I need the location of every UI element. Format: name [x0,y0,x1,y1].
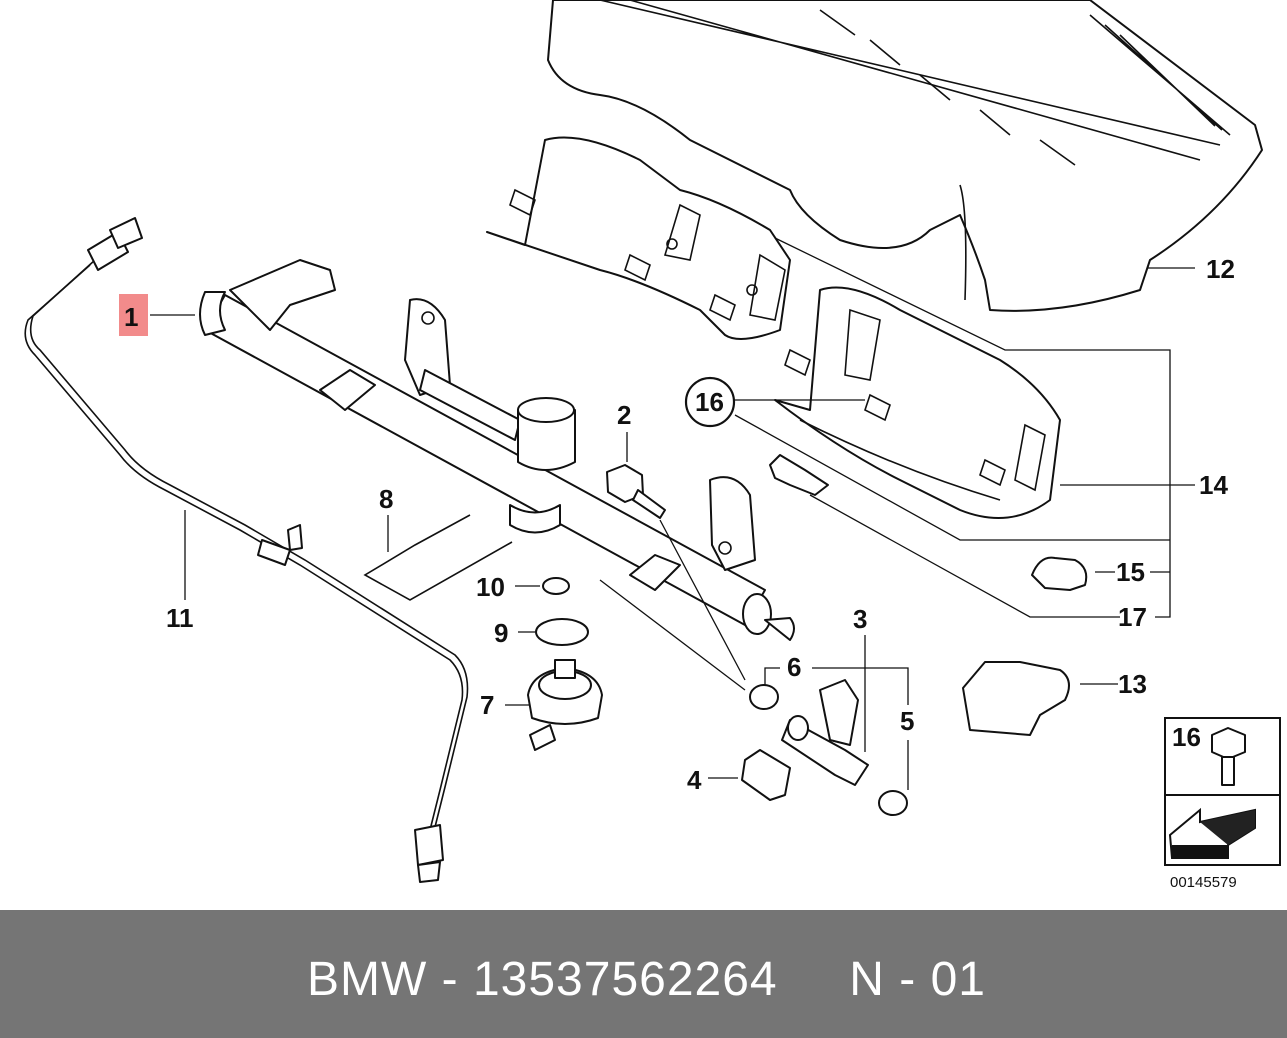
label-5: 5 [900,706,914,736]
catalog-number: 00145579 [1170,874,1237,891]
label-8: 8 [379,484,393,514]
seal-ring-9 [535,618,589,646]
heat-shield-upper [486,136,791,340]
label-15: 15 [1116,557,1145,587]
inset-label: 16 [1172,722,1201,752]
seal-ring-10 [542,577,570,595]
clip-15 [1031,556,1088,591]
pressure-regulator [527,659,603,751]
footer-bar [0,910,1287,1038]
bolt [606,464,666,519]
highlight-box [119,294,148,336]
holder [962,661,1070,736]
fuel-rail [199,259,795,641]
label-17: 17 [1118,602,1147,632]
inset-box: 16 00145579 [1164,717,1281,891]
label-2: 2 [617,400,631,430]
part-labels: 1 2 3 4 5 6 7 8 9 10 11 12 13 14 15 17 [119,254,1235,795]
clip [741,749,791,801]
label-14: 14 [1199,470,1228,500]
footer-text: BMW - 13537562264 N - 01 [307,953,986,1006]
leader-lines [150,237,1195,790]
heat-shield-lower [774,286,1061,519]
label-11: 11 [166,603,194,633]
sensor-cable [24,217,469,883]
label-4: 4 [687,765,702,795]
label-9: 9 [494,618,508,648]
label-1: 1 [124,302,138,332]
svg-text:16: 16 [695,387,724,417]
engine-cover [547,0,1263,312]
label-12: 12 [1206,254,1235,284]
label-13: 13 [1118,669,1147,699]
label-3: 3 [853,604,867,634]
seal-ring-6 [749,684,779,710]
label-10: 10 [476,572,505,602]
seal-ring-5 [878,790,908,816]
label-6: 6 [787,652,801,682]
fuel-injector [781,679,869,786]
parts-diagram: 1 2 3 4 5 6 7 8 9 10 11 12 13 14 15 17 1… [24,0,1281,891]
callout-16: 16 [684,376,736,428]
clip-17 [769,454,829,496]
inset-bolt-icon [1211,727,1246,786]
label-7: 7 [480,690,494,720]
direction-arrow-icon [1168,807,1256,859]
wire-bracket [363,514,513,601]
